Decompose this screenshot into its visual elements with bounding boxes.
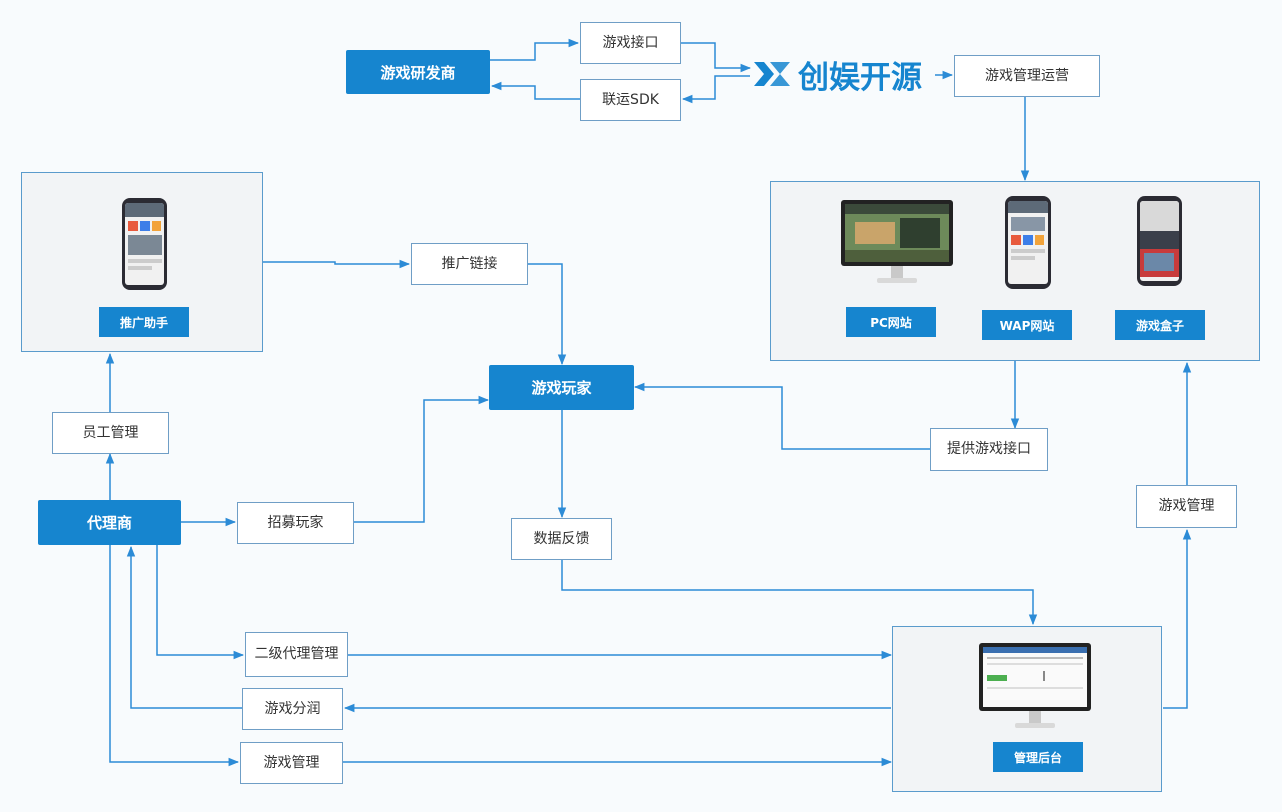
node-revenue-share: 游戏分润 [242, 688, 343, 730]
node-agent: 代理商 [38, 500, 181, 545]
phone-icon [1137, 196, 1182, 286]
brand-logo: 创娱开源 [752, 52, 922, 96]
brand-name: 创娱开源 [798, 59, 922, 96]
node-staff-mgmt: 员工管理 [52, 412, 169, 454]
edge-share-agent [126, 545, 242, 709]
monitor-icon [979, 643, 1091, 735]
edge-interface-brand [681, 42, 752, 73]
edge-agent-gamemgmt [109, 545, 240, 767]
tag-platform-box: 游戏盒子 [1115, 310, 1205, 340]
node-promo-link: 推广链接 [411, 243, 528, 285]
edge-sdk-developer [490, 81, 580, 100]
tag-platform-wap: WAP网站 [982, 310, 1072, 340]
phone-icon [122, 198, 167, 290]
edge-brand-sdk [681, 75, 750, 104]
node-game-mgmt-bottom: 游戏管理 [240, 742, 343, 784]
panel-backend: 管理后台 [892, 626, 1162, 792]
node-sub-agent: 二级代理管理 [245, 632, 348, 677]
node-joint-sdk: 联运SDK [580, 79, 681, 121]
node-provide-api: 提供游戏接口 [930, 428, 1048, 471]
node-operation: 游戏管理运营 [954, 55, 1100, 97]
edge-recruit-players [354, 395, 490, 523]
node-recruit: 招募玩家 [237, 502, 354, 544]
panel-promo-assistant: 推广助手 [21, 172, 263, 352]
node-players: 游戏玩家 [489, 365, 634, 410]
node-game-mgmt-right: 游戏管理 [1136, 485, 1237, 528]
edge-feedback-backend [561, 560, 1038, 626]
node-data-feedback: 数据反馈 [511, 518, 612, 560]
phone-icon [1005, 196, 1051, 289]
edge-agent-subagent [156, 545, 245, 660]
edge-link-players [528, 263, 567, 366]
panel-platforms: PC网站 WAP网站 游戏盒子 [770, 181, 1260, 361]
node-developer: 游戏研发商 [346, 50, 490, 94]
tag-platform-pc: PC网站 [846, 307, 936, 337]
edge-assistant-link [263, 259, 411, 269]
edge-backend-gamemgmt [1163, 528, 1192, 709]
x-logo-icon [754, 62, 790, 86]
tag-promo-assistant: 推广助手 [99, 307, 189, 337]
node-game-interface: 游戏接口 [580, 22, 681, 64]
edge-api-players [633, 382, 930, 450]
edge-developer-interface [490, 38, 580, 61]
monitor-icon [841, 200, 953, 290]
tag-backend: 管理后台 [993, 742, 1083, 772]
